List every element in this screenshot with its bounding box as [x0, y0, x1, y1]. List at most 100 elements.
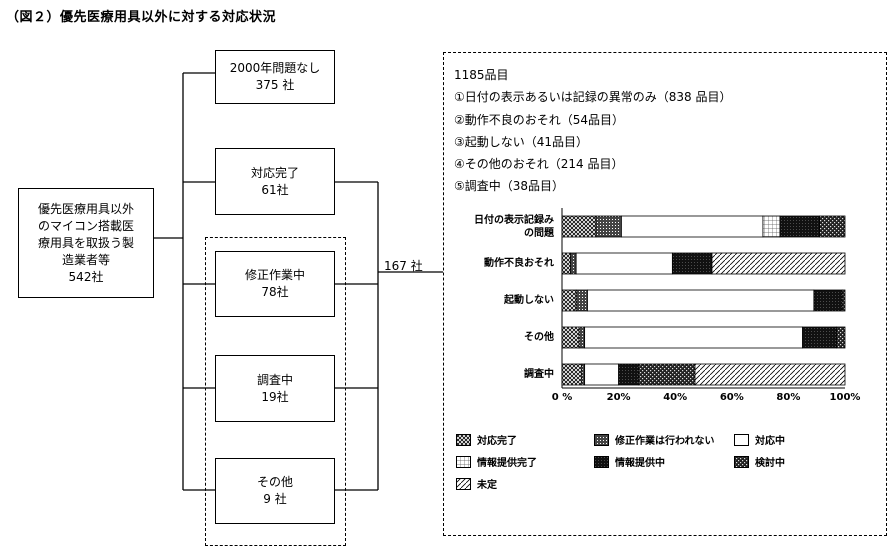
category-no-problem: 2000年問題なし 375 社	[215, 50, 335, 104]
bar-segment-row3-series5	[813, 289, 843, 312]
details-item-1: ①日付の表示あるいは記録の異常のみ（838 品目）	[454, 90, 732, 104]
bar-segment-row5-series3	[584, 363, 620, 386]
bar-segment-row5-series7	[694, 363, 846, 386]
row-label-3: 起動しない	[444, 294, 554, 307]
category-other-label: その他	[256, 475, 293, 489]
legend-item-2: 修正作業は行われない	[594, 432, 715, 447]
bar-segment-row4-series2	[578, 326, 586, 349]
x-tick-label: 20%	[606, 392, 631, 403]
legend-swatch-fill-4	[456, 455, 471, 468]
legend-swatch-fill-7	[456, 477, 471, 490]
legend-swatch-fill-5	[594, 455, 609, 468]
row-label-4: その他	[444, 331, 554, 344]
legend-item-1: 対応完了	[456, 432, 517, 447]
legend-item-3: 対応中	[734, 432, 785, 447]
category-investigating: 調査中 19社	[215, 355, 335, 422]
legend-item-6: 検討中	[734, 454, 785, 469]
row-label-5-line-1: 調査中	[524, 369, 554, 380]
row-label-1: 日付の表示記録みの問題	[444, 214, 554, 240]
bar-segment-row1-series5	[779, 215, 820, 238]
bar-segment-row2-series2	[570, 252, 577, 275]
bar-segment-row1-series1	[561, 215, 597, 238]
row-label-5: 調査中	[444, 368, 554, 381]
legend-swatch-fill-2	[594, 433, 609, 446]
category-investigating-label: 調査中	[256, 372, 293, 387]
bar-segment-row2-series1	[561, 252, 571, 275]
bar-segment-row2-series3	[575, 252, 673, 275]
legend-swatch-6	[734, 455, 749, 468]
row-label-1-line-1: 日付の表示記録み	[474, 214, 554, 226]
figure-title: （図２）優先医療用具以外に対する対応状況	[6, 10, 277, 25]
legend-swatch-7	[456, 477, 471, 490]
legend-label-4: 情報提供完了	[477, 458, 537, 469]
row-label-2: 動作不良おそれ	[444, 257, 554, 270]
details-item-2: ②動作不良のおそれ（54品目）	[454, 113, 625, 127]
x-tick-label: 0 %	[551, 392, 573, 403]
category-no-problem-label: 2000年問題なし	[229, 61, 321, 75]
category-completed-count: 61社	[261, 182, 289, 197]
bar-segment-row3-series6	[841, 289, 846, 312]
manufacturers-line-1: 優先医療用具以外	[37, 201, 134, 216]
row-label-4-line-1: その他	[524, 332, 554, 343]
legend-swatch-2	[594, 433, 609, 446]
legend-label-7: 未定	[477, 480, 497, 491]
connector-count-label: 167 社	[384, 259, 423, 273]
bar-segment-row3-series3	[587, 289, 815, 312]
bar-segment-row3-series2	[575, 289, 588, 312]
legend-label-2: 修正作業は行われない	[615, 436, 715, 447]
manufacturers-box: 優先医療用具以外 のマイコン搭載医 療用具を取扱う製 造業者等 542社	[18, 188, 154, 298]
legend-item-4: 情報提供完了	[456, 454, 537, 469]
bar-segment-row2-series5	[671, 252, 713, 275]
category-fixing-label: 修正作業中	[244, 268, 305, 282]
manufacturers-line-3: 療用具を取扱う製	[37, 235, 134, 250]
details-item-3: ③起動しない（41品目）	[454, 135, 589, 149]
details-total: 1185品目	[454, 68, 509, 82]
bar-segment-row1-series3	[621, 215, 764, 238]
bar-segment-row2-series7	[711, 252, 846, 275]
legend-label-3: 対応中	[755, 436, 785, 447]
category-other-count: 9 社	[263, 492, 287, 506]
legend-swatch-fill-1	[456, 433, 471, 446]
bar-segment-row1-series6	[819, 215, 846, 238]
x-tick-label: 80%	[776, 392, 801, 403]
legend-label-6: 検討中	[755, 458, 785, 469]
manufacturers-count: 542社	[68, 269, 104, 284]
legend-label-5: 情報提供中	[615, 458, 665, 469]
row-label-1-line-2: の問題	[524, 227, 554, 239]
legend-swatch-fill-3	[734, 433, 749, 446]
row-label-3-line-1: 起動しない	[504, 295, 554, 306]
category-completed-label: 対応完了	[250, 165, 299, 180]
x-tick-label: 60%	[719, 392, 744, 403]
category-fixing-count: 78社	[261, 285, 289, 299]
x-tick-label: 100%	[829, 392, 861, 403]
bar-segment-row5-series2	[581, 363, 586, 386]
bar-segment-row5-series6	[638, 363, 696, 386]
manufacturers-line-2: のマイコン搭載医	[37, 218, 134, 233]
in-progress-group	[205, 237, 346, 546]
legend-label-1: 対応完了	[477, 436, 517, 447]
category-completed: 対応完了 61社	[215, 148, 335, 215]
legend-swatch-fill-6	[734, 455, 749, 468]
row-label-2-line-1: 動作不良おそれ	[484, 258, 554, 269]
bar-segment-row4-series1	[561, 326, 580, 349]
bar-segment-row1-series4	[762, 215, 781, 238]
manufacturers-line-4: 造業者等	[61, 252, 110, 267]
bar-segment-row3-series1	[561, 289, 577, 312]
bar-segment-row4-series5	[802, 326, 837, 349]
legend-item-7: 未定	[456, 476, 497, 491]
legend-swatch-4	[456, 455, 471, 468]
bar-segment-row1-series2	[595, 215, 622, 238]
bar-segment-row4-series3	[584, 326, 803, 349]
legend-swatch-1	[456, 433, 471, 446]
bar-segment-row5-series5	[618, 363, 639, 386]
category-investigating-count: 19社	[261, 389, 289, 404]
legend-swatch-3	[734, 433, 749, 446]
category-other: その他 9 社	[215, 458, 335, 524]
bar-segment-row5-series1	[561, 363, 583, 386]
details-item-4: ④その他のおそれ（214 品目）	[454, 157, 624, 171]
category-no-problem-count: 375 社	[255, 78, 295, 92]
x-tick-label: 40%	[663, 392, 688, 403]
legend-item-5: 情報提供中	[594, 454, 665, 469]
